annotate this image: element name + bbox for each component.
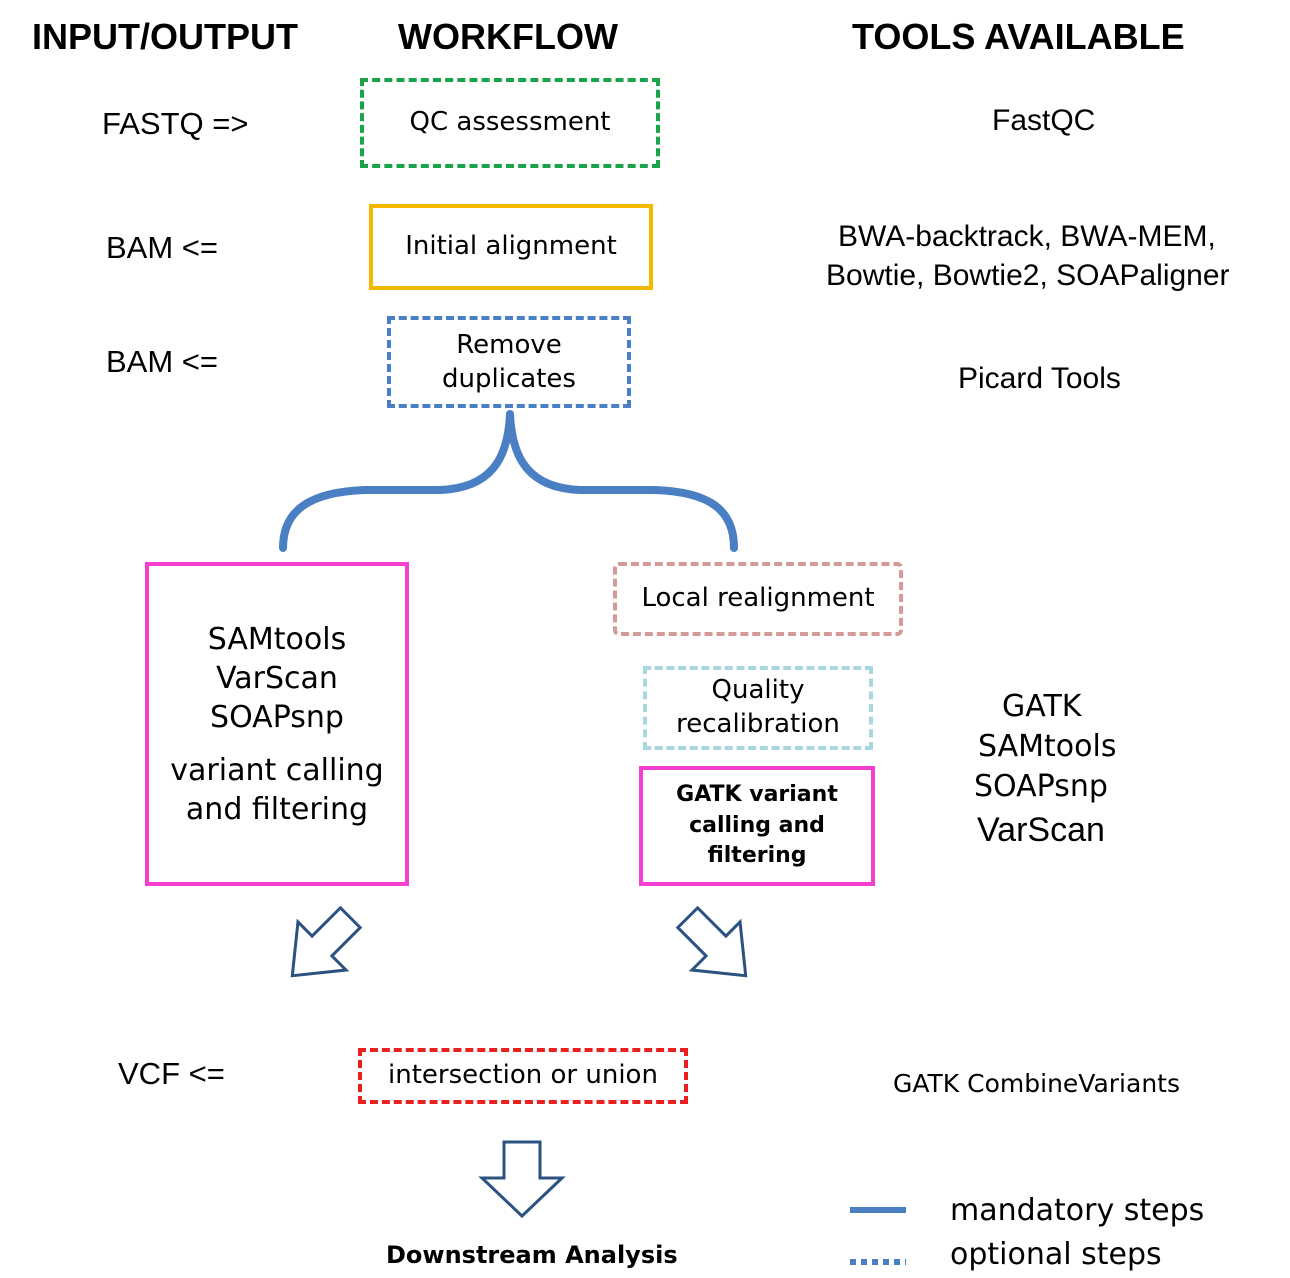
step-qc-label: QC assessment xyxy=(409,107,611,138)
step-gatk-line-2: calling and xyxy=(689,812,825,838)
alt-desc-line-2: and filtering xyxy=(185,791,369,827)
tool-fastqc: FastQC xyxy=(992,104,1096,137)
step-dup-line-1: Remove xyxy=(456,329,562,360)
step-recal-line-1: Quality xyxy=(711,675,805,706)
step-intersection-union: intersection or union xyxy=(358,1048,688,1104)
io-vcf: VCF <= xyxy=(118,1056,225,1091)
io-bam-duplicates: BAM <= xyxy=(106,344,218,379)
step-align-label: Initial alignment xyxy=(405,231,617,262)
alt-tool-varscan: VarScan xyxy=(216,660,338,696)
step-initial-alignment: Initial alignment xyxy=(369,204,653,290)
step-qc-assessment: QC assessment xyxy=(360,78,660,168)
tool-picard: Picard Tools xyxy=(958,362,1121,395)
alt-tool-samtools: SAMtools xyxy=(207,621,347,657)
alt-tool-soapsnp: SOAPsnp xyxy=(210,699,344,735)
tool-samtools: SAMtools xyxy=(978,729,1117,764)
legend-mandatory-label: mandatory steps xyxy=(950,1193,1205,1228)
tool-varscan: VarScan xyxy=(977,811,1105,849)
split-brace xyxy=(279,410,738,552)
step-combine-label: intersection or union xyxy=(388,1060,658,1091)
step-downstream-analysis: Downstream Analysis xyxy=(386,1241,678,1269)
step-recal-line-2: recalibration xyxy=(676,709,840,739)
tool-combine-variants: GATK CombineVariants xyxy=(893,1069,1180,1098)
legend-optional-label: optional steps xyxy=(950,1237,1162,1272)
step-gatk-variant-calling: GATK variant calling and filtering xyxy=(639,766,875,886)
arrow-right-down-left xyxy=(675,905,748,978)
header-tools-available: TOOLS AVAILABLE xyxy=(852,16,1185,57)
step-gatk-line-3: filtering xyxy=(707,843,807,869)
step-realign-label: Local realignment xyxy=(641,583,875,614)
arrow-left-down-right xyxy=(290,905,363,978)
header-input-output: INPUT/OUTPUT xyxy=(32,16,298,57)
io-bam-alignment: BAM <= xyxy=(106,230,218,265)
step-quality-recalibration: Quality recalibration xyxy=(643,666,873,750)
tool-aligners-line-2: Bowtie, Bowtie2, SOAPaligner xyxy=(826,259,1230,292)
step-variant-calling-alt: SAMtools VarScan SOAPsnp variant calling… xyxy=(145,562,409,886)
step-local-realignment: Local realignment xyxy=(613,562,903,636)
header-workflow: WORKFLOW xyxy=(398,16,618,57)
tool-aligners-line-1: BWA-backtrack, BWA-MEM, xyxy=(838,220,1216,253)
tool-gatk: GATK xyxy=(1002,689,1082,724)
step-gatk-line-1: GATK variant xyxy=(676,782,838,808)
step-remove-duplicates: Remove duplicates xyxy=(387,316,631,408)
step-dup-line-2: duplicates xyxy=(442,364,576,394)
tool-soapsnp: SOAPsnp xyxy=(974,769,1108,804)
io-fastq: FASTQ => xyxy=(102,106,249,141)
alt-desc-line-1: variant calling xyxy=(170,752,384,788)
arrow-down xyxy=(478,1140,566,1219)
